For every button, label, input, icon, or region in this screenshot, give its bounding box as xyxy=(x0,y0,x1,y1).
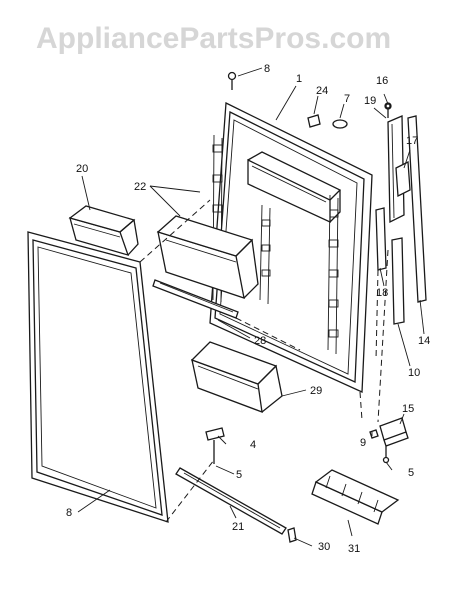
callout-1: 1 xyxy=(296,73,302,85)
callout-8-bottom: 8 xyxy=(66,507,72,519)
callout-19: 19 xyxy=(364,95,376,107)
clip xyxy=(287,527,297,543)
callout-10: 10 xyxy=(408,367,420,379)
hinge-assembly xyxy=(375,102,427,303)
middle-dimples xyxy=(261,219,271,277)
callout-5-left: 5 xyxy=(236,469,242,481)
watermark-text: AppliancePartsPros.com xyxy=(36,22,391,55)
dairy-door-cover xyxy=(156,215,259,299)
callout-14: 14 xyxy=(418,335,430,347)
callout-30: 30 xyxy=(318,541,330,553)
egg-tray xyxy=(311,469,400,525)
callout-labels: 8 1 24 7 16 19 17 20 22 18 14 28 10 29 1… xyxy=(66,63,430,555)
callout-15: 15 xyxy=(402,403,414,415)
lower-hinge xyxy=(379,417,409,447)
callout-17: 17 xyxy=(406,135,418,147)
alignment-lines xyxy=(139,199,389,523)
callout-16: 16 xyxy=(376,75,388,87)
leader-lines xyxy=(77,67,425,547)
upper-door-bin xyxy=(68,205,139,256)
callout-28: 28 xyxy=(254,335,266,347)
trim-strip xyxy=(175,467,287,535)
door-stop xyxy=(391,237,405,325)
door-liner xyxy=(209,101,373,393)
callout-24: 24 xyxy=(316,85,328,97)
callout-20: 20 xyxy=(76,163,88,175)
callout-21: 21 xyxy=(232,521,244,533)
callout-29: 29 xyxy=(310,385,322,397)
callout-18: 18 xyxy=(376,287,388,299)
callout-7: 7 xyxy=(344,93,350,105)
callout-8-top: 8 xyxy=(264,63,270,75)
callout-22: 22 xyxy=(134,181,146,193)
lower-door-bin xyxy=(190,341,283,413)
callout-5-right: 5 xyxy=(408,467,414,479)
door-gasket xyxy=(27,231,169,523)
callout-9: 9 xyxy=(360,437,366,449)
callout-31: 31 xyxy=(348,543,360,555)
callout-4: 4 xyxy=(250,439,256,451)
